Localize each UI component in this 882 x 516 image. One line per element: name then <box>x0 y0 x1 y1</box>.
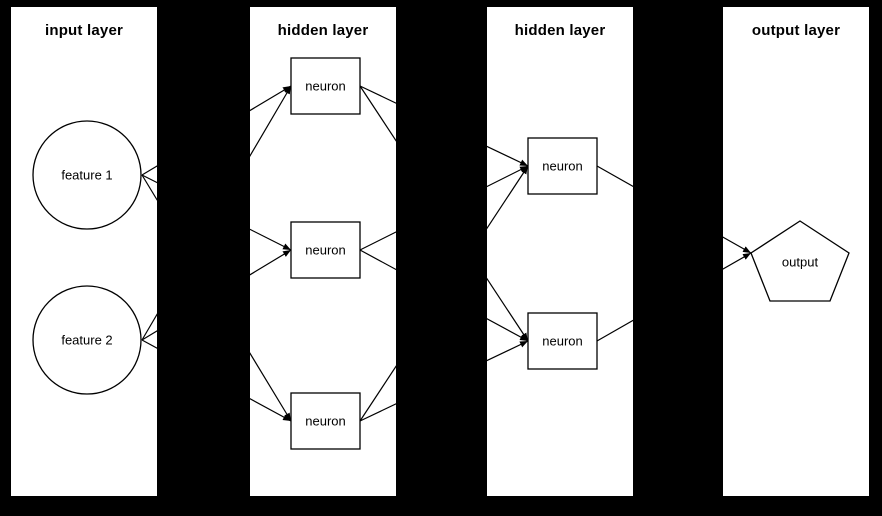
gap-mask-1 <box>157 0 250 516</box>
gap-mask-3 <box>633 0 723 516</box>
panel-title-input-layer: input layer <box>44 22 124 39</box>
panel-title-output-layer: output layer <box>751 22 841 39</box>
panel-title-hidden-layer-1: hidden layer <box>277 22 369 39</box>
panel-input-layer <box>11 7 157 496</box>
gap-mask-2 <box>396 0 487 516</box>
panel-output-layer <box>723 7 869 496</box>
panel-hidden-layer-2 <box>487 7 633 496</box>
panel-title-hidden-layer-2: hidden layer <box>514 22 606 39</box>
panel-hidden-layer-1 <box>250 7 396 496</box>
